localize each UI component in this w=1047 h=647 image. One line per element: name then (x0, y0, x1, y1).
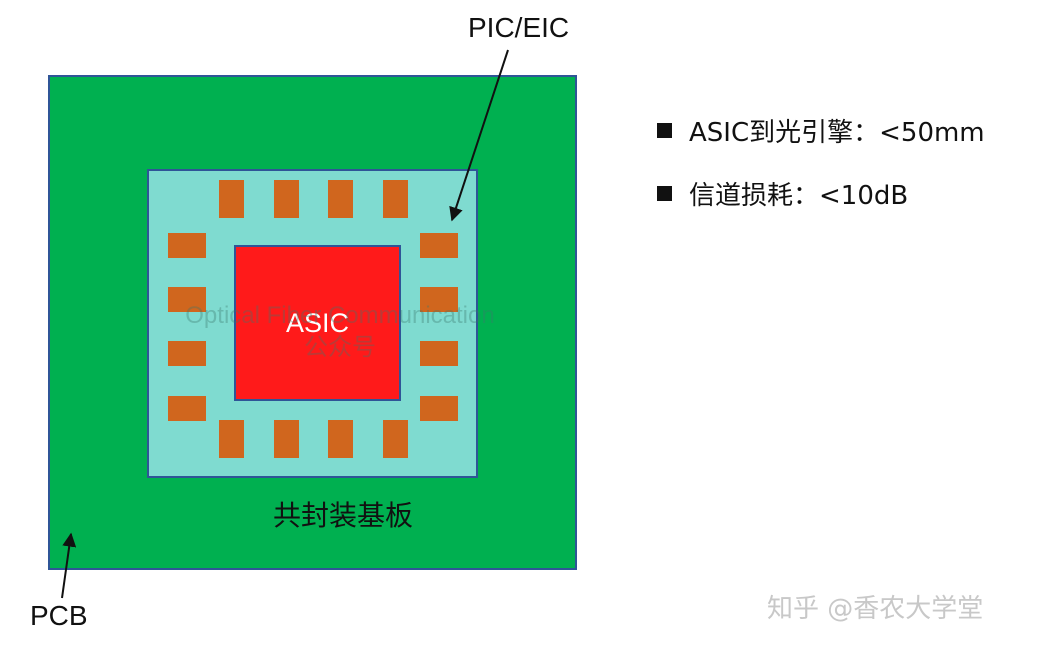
pic-eic-pad (219, 420, 244, 458)
pic-eic-label: PIC/EIC (468, 12, 570, 43)
asic-label: ASIC (285, 307, 350, 338)
pic-eic-pad (328, 420, 353, 458)
pcb-label: PCB (30, 600, 88, 631)
pic-eic-pad (383, 180, 408, 218)
pic-eic-pad (168, 341, 206, 366)
pic-eic-pad (168, 396, 206, 421)
spec-text: ASIC到光引擎：<50mm (689, 118, 985, 148)
watermark: Optical Fiber Communication 公众号 (160, 300, 520, 364)
pic-eic-pad (274, 420, 299, 458)
pic-eic-pad (420, 341, 458, 366)
brand-watermark: 知乎 @香农大学堂 (767, 594, 984, 624)
pic-eic-pad (328, 180, 353, 218)
pic-eic-pad (168, 287, 206, 312)
pic-eic-pad (274, 180, 299, 218)
pic-eic-arrow (449, 49, 509, 222)
pic-eic-pad (219, 180, 244, 218)
bullet-square-icon (657, 186, 672, 201)
pic-eic-pad (420, 287, 458, 312)
pic-eic-pad (168, 233, 206, 258)
asic-chip: ASIC (234, 245, 401, 401)
pic-eic-pad (420, 233, 458, 258)
pic-eic-pad (383, 420, 408, 458)
spec-item-loss: 信道损耗：<10dB (657, 175, 908, 212)
spec-item-distance: ASIC到光引擎：<50mm (657, 112, 985, 149)
pcb-arrow (61, 532, 77, 599)
watermark-line-2: 公众号 (304, 334, 376, 361)
bullet-square-icon (657, 123, 672, 138)
watermark-line-1: Optical Fiber Communication (185, 302, 495, 329)
substrate-label: 共封装基板 (273, 499, 414, 532)
pic-eic-pad (420, 396, 458, 421)
spec-text: 信道损耗：<10dB (689, 181, 909, 211)
